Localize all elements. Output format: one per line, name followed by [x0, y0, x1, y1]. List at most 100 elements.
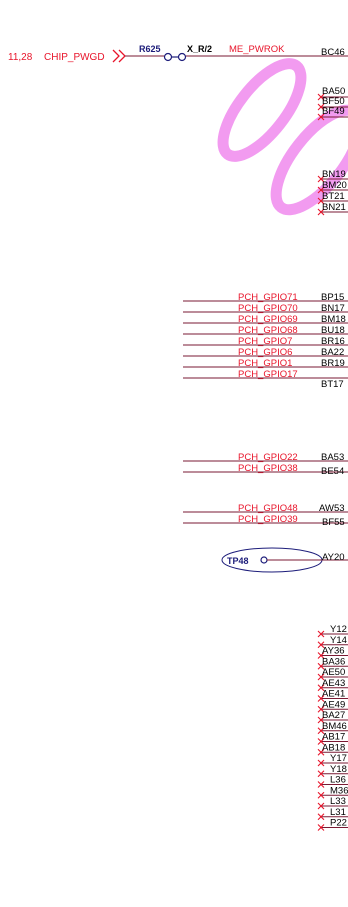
nc-pin-label: Y14 [330, 635, 347, 646]
no-connect-icon [317, 813, 325, 821]
no-connect-icon [317, 684, 325, 692]
svg-text:PCH_GPIO22: PCH_GPIO22 [238, 452, 298, 463]
nc-pin: BM46 [317, 721, 348, 735]
svg-text:PCH_GPIO71: PCH_GPIO71 [238, 292, 298, 303]
pin-group-a: BA50 BF50 BF49 [317, 86, 348, 121]
nc-pin-label: Y12 [330, 624, 347, 635]
svg-text:BP15: BP15 [321, 292, 344, 303]
svg-text:PCH_GPIO68: PCH_GPIO68 [238, 325, 298, 336]
resistor-terminal-right [177, 52, 187, 62]
nc-pin: BA27 [317, 710, 348, 724]
svg-text:PCH_GPIO7: PCH_GPIO7 [238, 336, 292, 347]
gpio-net: PCH_GPIO38 BE54 [183, 463, 348, 477]
svg-text:BA50: BA50 [322, 86, 345, 97]
nc-pin-label: BA36 [322, 656, 345, 667]
gpio-net: PCH_GPIO71 BP15 [183, 292, 348, 303]
svg-text:BR16: BR16 [321, 336, 345, 347]
nc-pin: AB17 [317, 732, 348, 745]
nc-pin-label: AE50 [322, 667, 345, 678]
nc-pin: BF50 [317, 96, 348, 111]
nc-pin: AE41 [317, 689, 348, 702]
gpio-net: PCH_GPIO6 BA22 [183, 347, 348, 358]
nc-pin: BN19 [317, 169, 348, 183]
highlight-marks [217, 58, 348, 216]
resistor-terminal-left [163, 52, 173, 62]
svg-text:BT21: BT21 [322, 191, 345, 202]
svg-text:BN19: BN19 [322, 169, 346, 180]
me-pwrok-label: ME_PWROK [229, 44, 285, 55]
svg-text:AW53: AW53 [319, 503, 345, 514]
highlight-loop-1 [217, 58, 307, 162]
nc-pin-list: Y12Y14AY36BA36AE50AE43AE41AE49BA27BM46AB… [317, 624, 348, 831]
no-connect-icon [317, 791, 325, 799]
svg-text:PCH_GPIO48: PCH_GPIO48 [238, 503, 298, 514]
no-connect-icon [317, 781, 325, 788]
no-connect-icon [317, 824, 325, 831]
test-point: TP48 AY20 [221, 547, 348, 573]
nc-pin: Y17 [317, 753, 348, 767]
gpio-group-2: PCH_GPIO22 BA53 PCH_GPIO38 BE54 [183, 452, 348, 477]
resistor-ref: R625 [139, 44, 161, 54]
svg-text:BF55: BF55 [322, 517, 345, 528]
nc-pin: M36 [317, 785, 348, 799]
no-connect-icon [317, 770, 325, 778]
gpio-net: PCH_GPIO70 BN17 [183, 303, 348, 314]
no-connect-icon [317, 695, 325, 702]
nc-pin: Y14 [317, 635, 348, 649]
svg-text:PCH_GPIO1: PCH_GPIO1 [238, 358, 292, 369]
nc-pin: AE43 [317, 678, 348, 692]
svg-text:BF50: BF50 [322, 96, 345, 107]
nc-pin-label: P22 [330, 818, 347, 829]
chip-pwgd-label: CHIP_PWGD [44, 52, 105, 63]
svg-text:BR19: BR19 [321, 358, 345, 369]
pin-ay20: AY20 [322, 552, 345, 563]
nc-pin: L33 [317, 796, 348, 810]
gpio-net: PCH_GPIO39 BF55 [183, 514, 348, 528]
nc-pin-label: Y17 [330, 753, 347, 764]
nc-pin: BA50 [317, 86, 348, 101]
nc-pin: L36 [317, 775, 348, 788]
no-connect-icon [317, 716, 325, 724]
nc-pin: Y12 [317, 624, 348, 638]
resistor-value: X_R/2 [187, 44, 212, 54]
svg-text:BA53: BA53 [321, 452, 344, 463]
nc-pin-label: AB18 [322, 742, 345, 753]
nc-pin: BF49 [317, 106, 348, 121]
no-connect-icon [317, 652, 325, 659]
nc-pin: AB18 [317, 742, 348, 756]
nc-pin-label: AE49 [322, 699, 345, 710]
nc-pin-label: L31 [330, 807, 346, 818]
svg-text:BU18: BU18 [321, 325, 345, 336]
svg-text:PCH_GPIO69: PCH_GPIO69 [238, 314, 298, 325]
svg-text:PCH_GPIO17: PCH_GPIO17 [238, 369, 298, 380]
nc-pin-label: Y18 [330, 764, 347, 775]
nc-pin: AE49 [317, 699, 348, 713]
svg-text:BM20: BM20 [322, 180, 347, 191]
nc-pin: BT21 [317, 191, 348, 205]
svg-text:BE54: BE54 [321, 466, 344, 477]
svg-text:PCH_GPIO38: PCH_GPIO38 [238, 463, 298, 474]
gpio-net: PCH_GPIO69 BM18 [183, 314, 348, 325]
nc-pin: BN21 [317, 202, 348, 216]
no-connect-icon [317, 705, 325, 713]
no-connect-icon [317, 630, 325, 638]
no-connect-icon [317, 802, 325, 810]
gpio-group-3: PCH_GPIO48 AW53 PCH_GPIO39 BF55 [183, 503, 348, 528]
gpio-net: PCH_GPIO7 BR16 [183, 336, 348, 347]
nc-pin: BM20 [317, 180, 348, 194]
pin-group-b: BN19 BM20 BT21 BN21 [317, 169, 348, 216]
page-reference: 11,28 [8, 52, 33, 63]
no-connect-icon [317, 662, 325, 670]
gpio-net: PCH_GPIO22 BA53 [183, 452, 348, 463]
svg-text:PCH_GPIO39: PCH_GPIO39 [238, 514, 298, 525]
nc-pin: P22 [317, 818, 348, 831]
nc-pin-label: L33 [330, 796, 346, 807]
nc-pin: AY36 [317, 646, 348, 659]
no-connect-icon [317, 641, 325, 649]
nc-pin-label: AB17 [322, 732, 345, 743]
svg-text:BA22: BA22 [321, 347, 344, 358]
no-connect-icon [317, 738, 325, 745]
gpio-net: PCH_GPIO48 AW53 [183, 503, 348, 514]
top-net: 11,28 CHIP_PWGD R625 X_R/2 ME_PWROK BC46 [8, 44, 348, 63]
